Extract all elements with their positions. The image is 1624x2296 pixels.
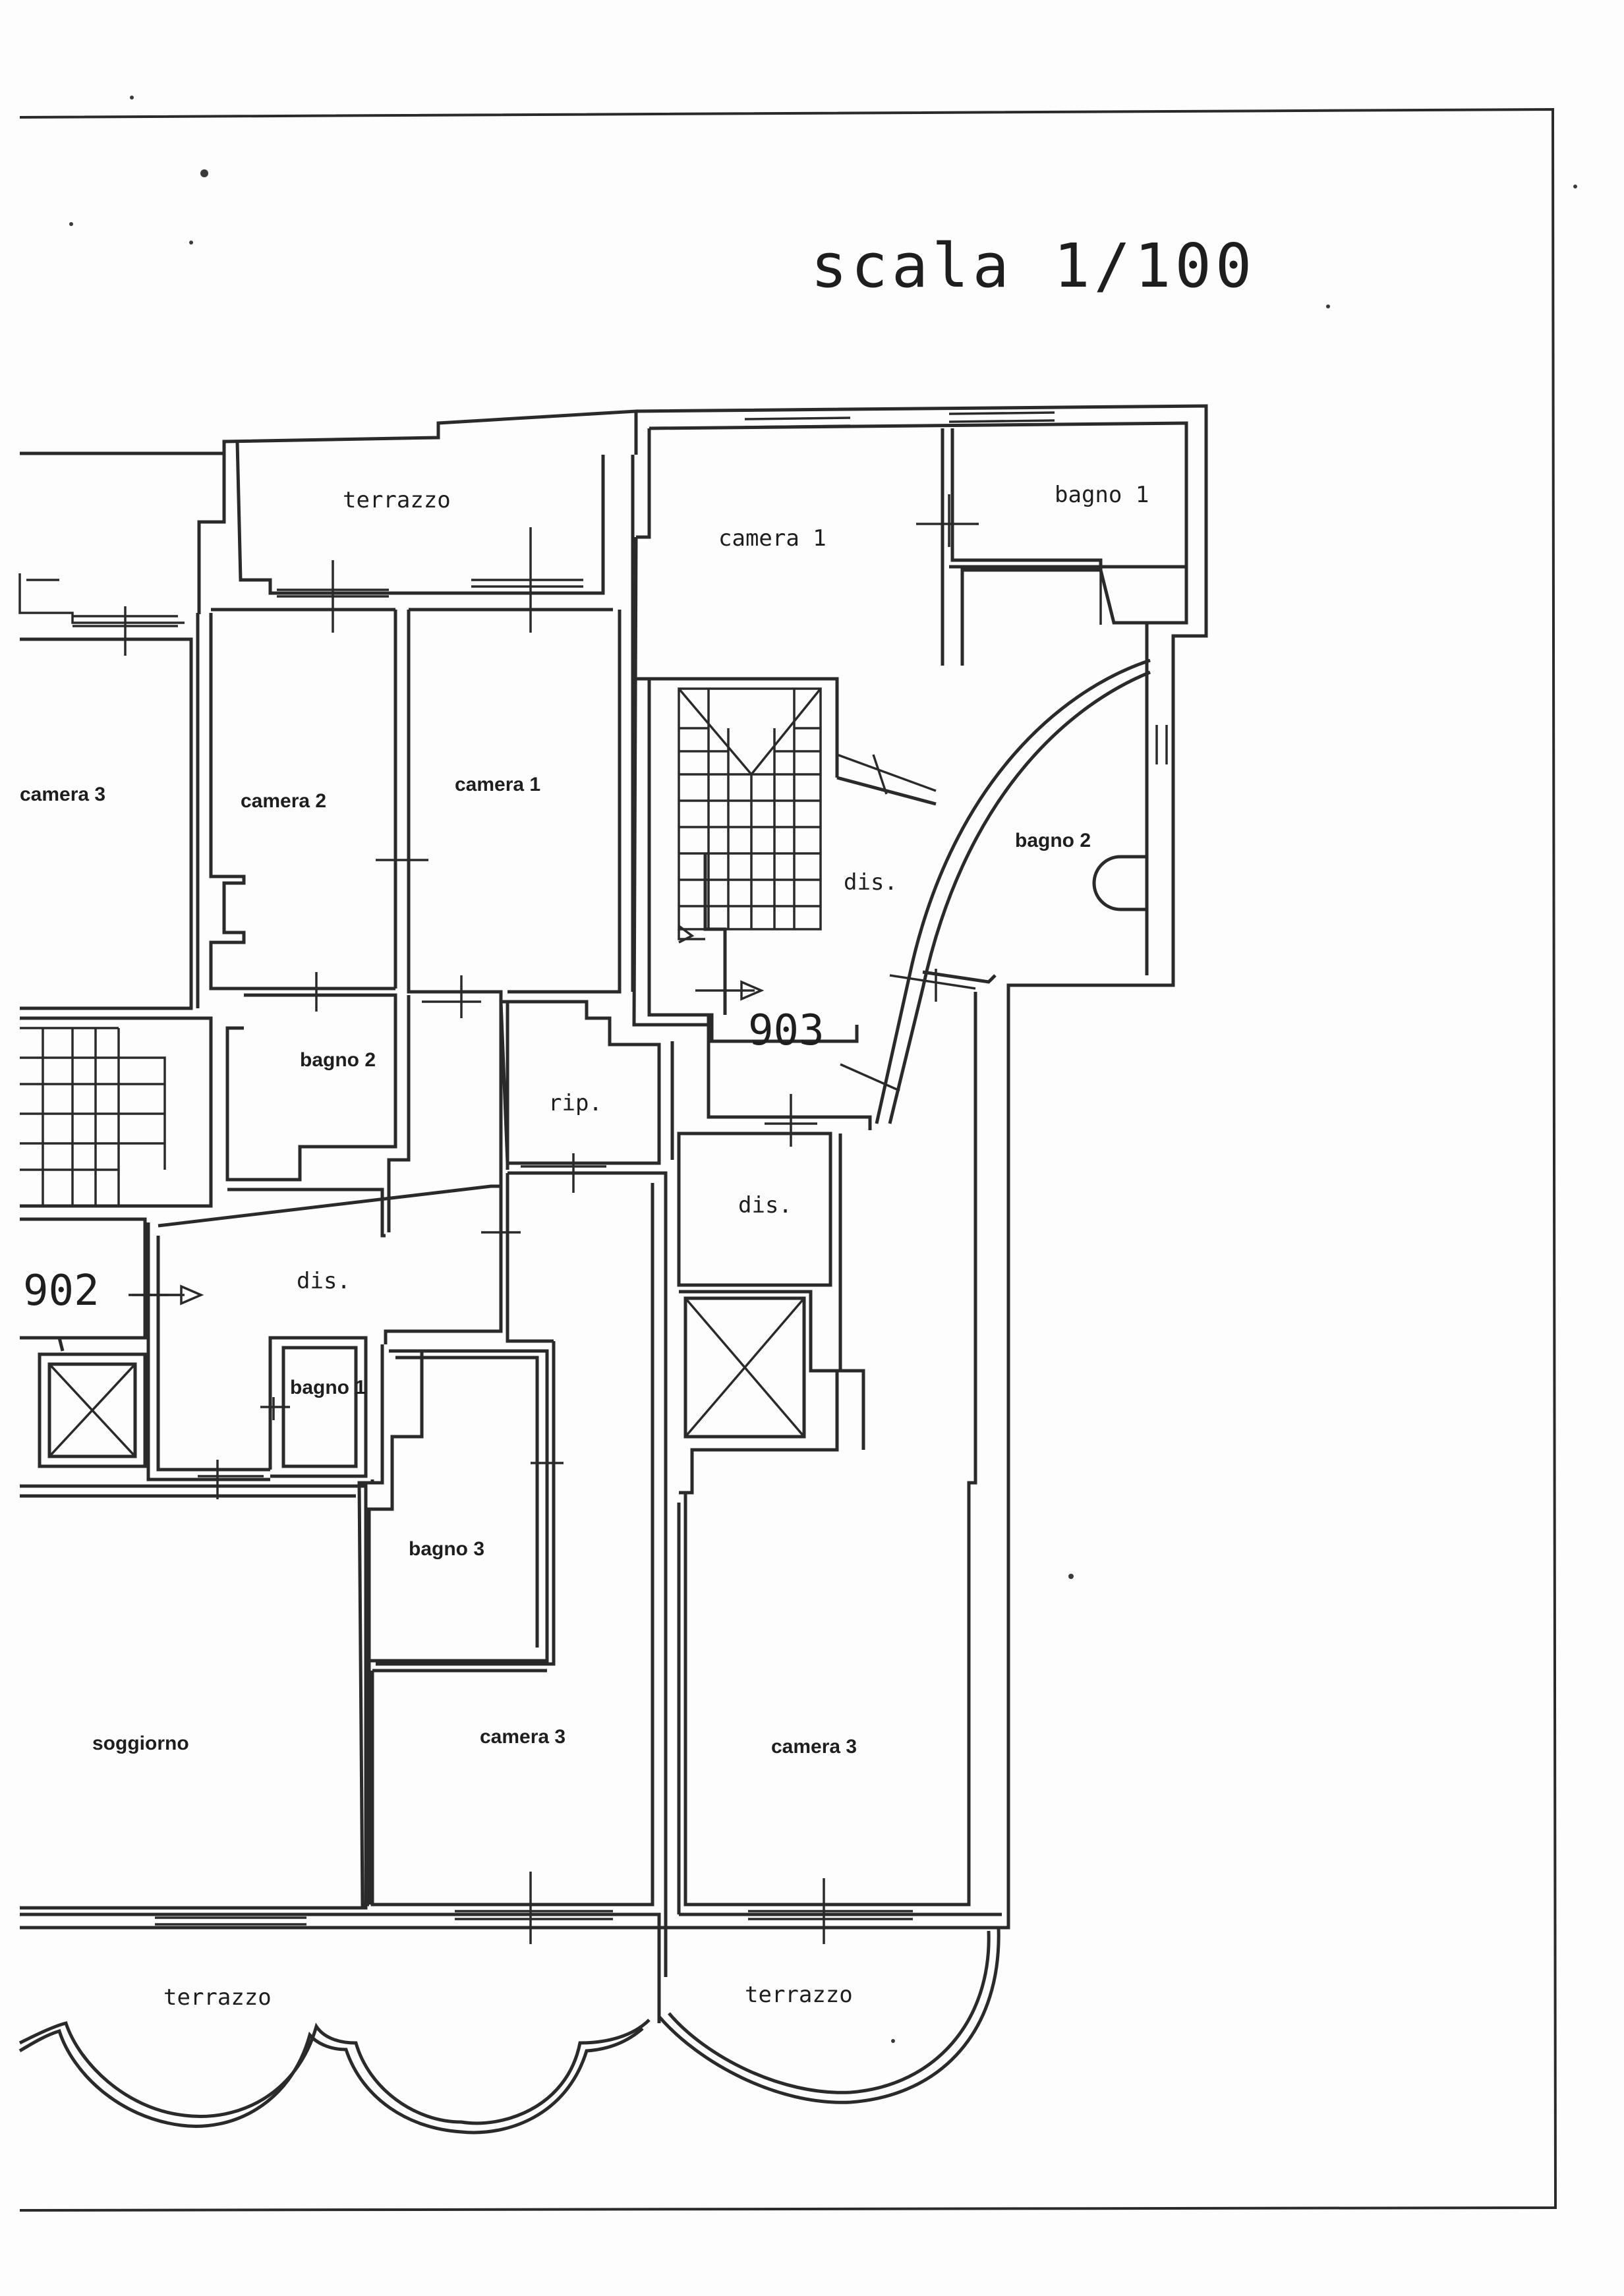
room-label-camera3-right: camera 3 [771,1736,857,1758]
arrow-903-icon [695,980,765,1001]
walls [18,404,1208,2135]
entrance-arrows [132,980,765,1306]
room-label-dis-left: dis. [297,1268,351,1294]
arrow-902-icon [132,1284,204,1306]
room-label-dis-stair: dis. [844,869,898,896]
room-label-bagno2-right: bagno 2 [1015,830,1091,851]
room-label-bagno1-left: bagno 1 [290,1377,366,1398]
openings [72,411,1168,1944]
room-label-camera1-center: camera 1 [455,774,540,795]
room-label-soggiorno: soggiorno [92,1733,189,1754]
room-label-bagno1-right: bagno 1 [1055,482,1149,508]
room-label-bagno3: bagno 3 [409,1538,484,1560]
room-label-bagno2-left: bagno 2 [300,1049,376,1071]
room-label-terrazzo-top: terrazzo [343,487,451,513]
room-labels: terrazzo camera 1 bagno 1 camera 3 camer… [20,482,1149,2011]
room-label-camera2: camera 2 [241,790,326,812]
room-label-terrazzo-bottom-left: terrazzo [163,1984,272,2011]
room-label-terrazzo-bottom-right: terrazzo [745,1982,853,2008]
room-label-camera1-right: camera 1 [718,525,826,552]
room-label-camera3-left: camera 3 [20,784,105,805]
scan-specks [69,96,1577,2043]
room-label-camera3-center: camera 3 [480,1726,566,1748]
unit-number-902: 902 [23,1267,100,1315]
room-label-rip: rip. [548,1090,602,1116]
unit-number-903: 903 [748,1006,825,1055]
room-label-dis-center: dis. [738,1192,792,1219]
scale-label: scala 1/100 [811,231,1256,301]
drawing-frame [19,107,1557,2212]
